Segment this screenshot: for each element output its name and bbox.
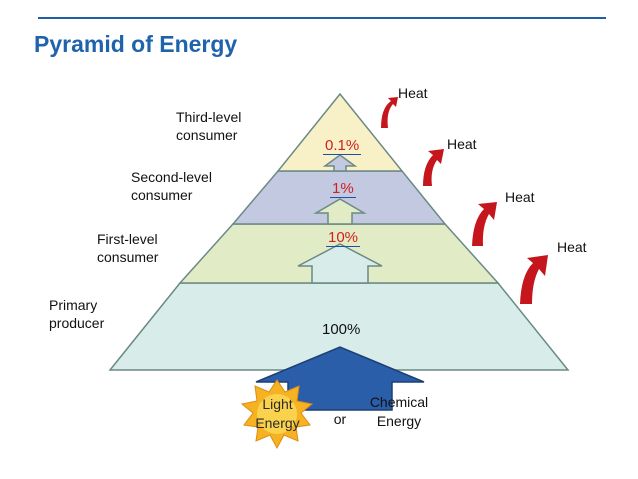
- chemical-energy-label: Chemical Energy: [369, 394, 429, 429]
- heat-arrow-4: [520, 255, 548, 304]
- page-title: Pyramid of Energy: [34, 31, 238, 57]
- heat-arrow-3: [472, 202, 497, 246]
- label-second-level-consumer: Second-level consumer: [131, 169, 212, 203]
- sun-core: [257, 394, 297, 434]
- percent-top: 0.1%: [323, 137, 362, 155]
- heat-label-2: Heat: [447, 136, 477, 152]
- percent-second: 1%: [330, 180, 356, 198]
- up-arrow-second-to-third: [322, 154, 358, 172]
- heat-arrow-2: [423, 149, 444, 186]
- light-energy-label: Light Energy: [255, 396, 300, 431]
- label-primary-producer: Primary producer: [49, 297, 105, 331]
- or-label: or: [333, 411, 347, 427]
- title-rule: [38, 17, 606, 19]
- heat-arrow-1: [381, 97, 398, 128]
- label-third-level-consumer: Third-level consumer: [176, 109, 242, 143]
- up-arrow-base-to-first: [297, 243, 383, 284]
- percent-base: 100%: [322, 321, 361, 338]
- percent-first: 10%: [326, 229, 361, 247]
- label-first-level-consumer: First-level consumer: [97, 231, 159, 265]
- heat-label-4: Heat: [557, 239, 587, 255]
- heat-label-3: Heat: [505, 189, 535, 205]
- heat-label-1: Heat: [398, 85, 428, 101]
- up-arrow-first-to-second: [313, 198, 367, 225]
